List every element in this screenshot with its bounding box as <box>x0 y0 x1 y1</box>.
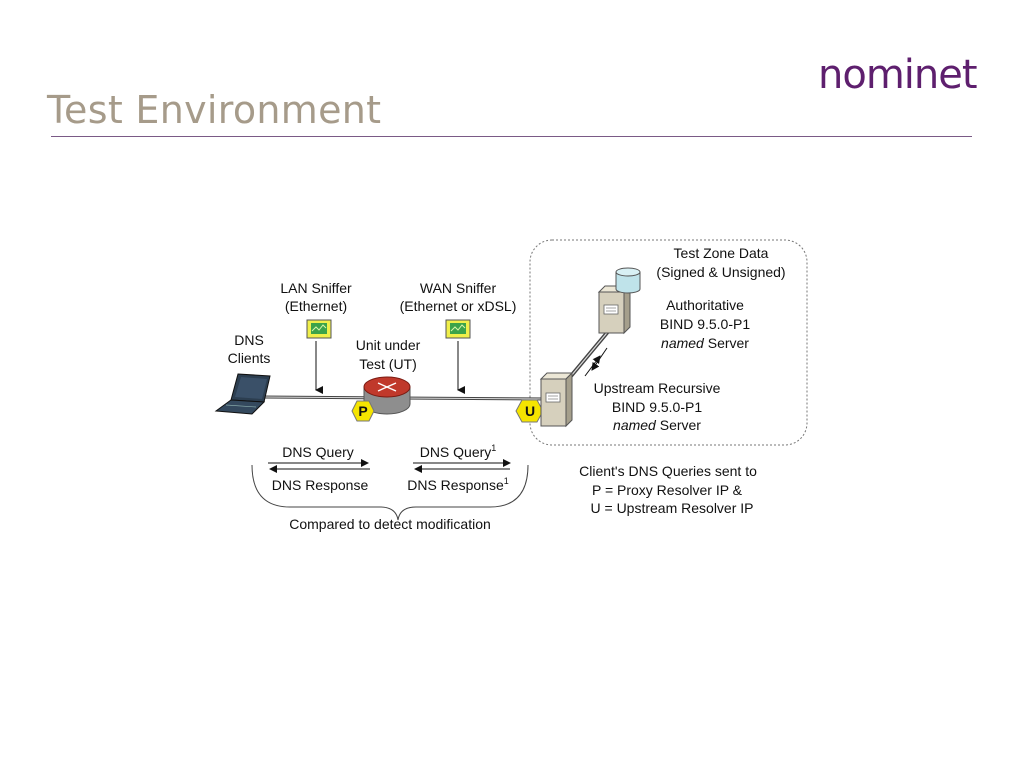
server-link-arrows <box>584 347 608 377</box>
upstream-recursive-label-3: named Server <box>613 417 701 433</box>
authoritative-label-3: named Server <box>661 335 749 351</box>
test-zone-data-label-2: (Signed & Unsigned) <box>656 264 785 280</box>
authoritative-server: Server <box>704 335 749 351</box>
laptop-icon <box>214 373 271 415</box>
lan-sniffer-label-2: (Ethernet) <box>285 298 347 314</box>
wan-sniffer-label-2: (Ethernet or xDSL) <box>400 298 517 314</box>
client-note-line-1: Client's DNS Queries sent to <box>579 463 757 479</box>
slide-title: Test Environment <box>47 88 382 132</box>
authoritative-label-1: Authoritative <box>666 297 744 313</box>
upstream-recursive-label-2: BIND 9.5.0-P1 <box>612 399 702 415</box>
upstream-server: Server <box>656 417 701 433</box>
upstream-zone-box <box>529 239 808 446</box>
proxy-marker-label: P <box>358 403 367 419</box>
client-note-line-3: U = Upstream Resolver IP <box>591 500 754 516</box>
upstream-recursive-label-1: Upstream Recursive <box>594 380 721 396</box>
wan-sniffer-label-1: WAN Sniffer <box>420 280 497 296</box>
client-note-line-2: P = Proxy Resolver IP & <box>592 482 743 498</box>
upstream-server-icon <box>539 371 574 428</box>
router-icon <box>363 376 411 415</box>
test-zone-data-label-1: Test Zone Data <box>674 245 769 261</box>
unit-under-test-label-2: Test (UT) <box>359 356 417 372</box>
wan-dns-query-sup: 1 <box>491 443 496 453</box>
lan-sniffer-monitor-icon <box>306 319 332 339</box>
dns-clients-label-2: Clients <box>228 350 271 366</box>
authoritative-named: named <box>661 335 705 351</box>
lan-dns-query-label: DNS Query <box>282 444 354 460</box>
wan-dns-response-text: DNS Response <box>407 477 504 493</box>
nominet-logo: nominet <box>818 52 978 98</box>
proxy-marker: P <box>351 400 375 422</box>
upstream-marker-label: U <box>525 403 535 419</box>
wan-dns-response-label: DNS Response1 <box>407 476 509 493</box>
lan-dns-response-label: DNS Response <box>272 477 369 493</box>
authoritative-label-2: BIND 9.5.0-P1 <box>660 316 750 332</box>
unit-under-test-label-1: Unit under <box>356 337 421 353</box>
title-divider <box>51 136 972 137</box>
wan-dns-query-label: DNS Query1 <box>420 443 497 460</box>
compared-caption: Compared to detect modification <box>289 516 491 532</box>
wan-dns-query-text: DNS Query <box>420 444 492 460</box>
authoritative-server-icon <box>597 284 632 335</box>
wan-dns-response-sup: 1 <box>504 476 509 486</box>
upstream-named: named <box>613 417 657 433</box>
lan-sniffer-label-1: LAN Sniffer <box>280 280 352 296</box>
comparison-brace <box>251 464 529 521</box>
database-icon <box>615 267 641 294</box>
wan-sniffer-monitor-icon <box>445 319 471 339</box>
dns-clients-label-1: DNS <box>234 332 264 348</box>
upstream-marker: U <box>515 399 544 423</box>
